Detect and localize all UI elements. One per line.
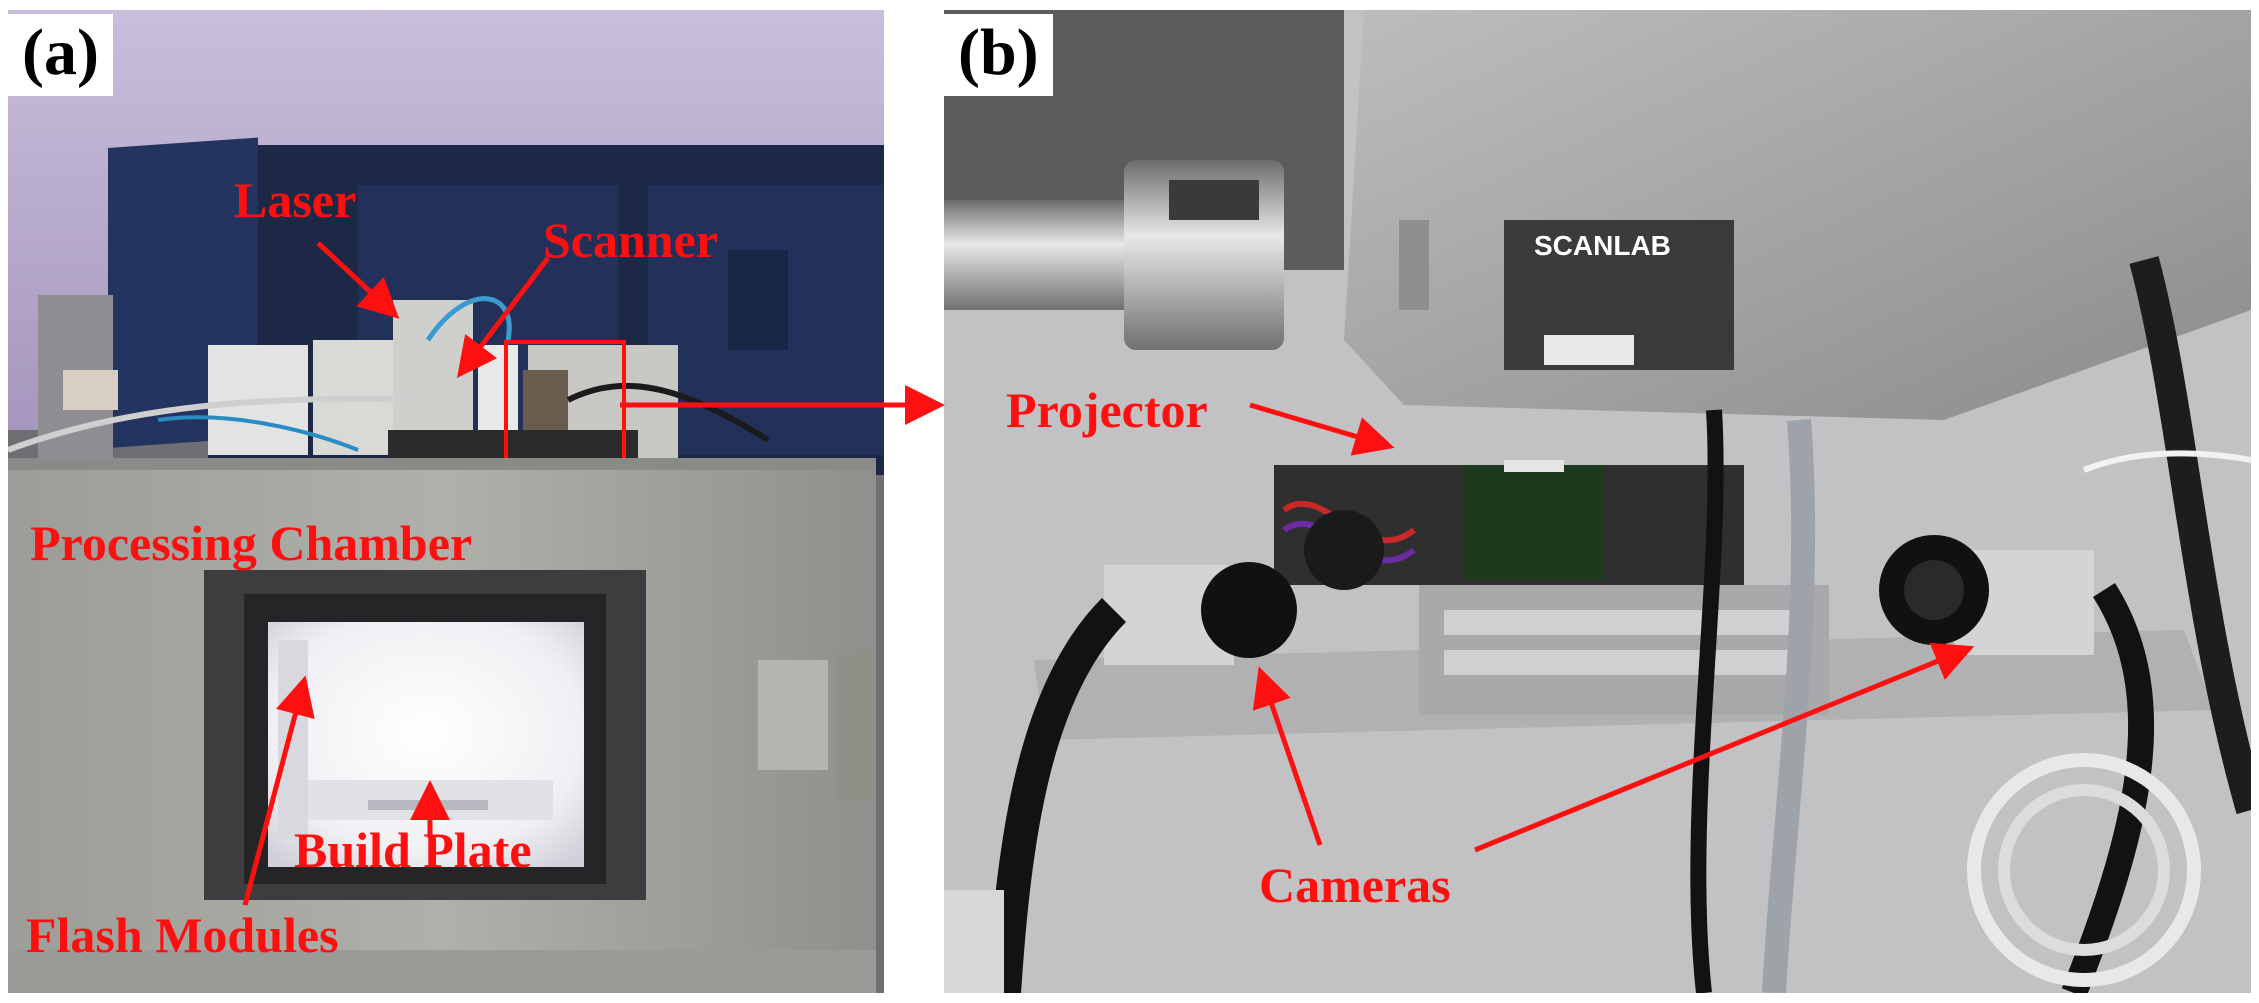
label-flash-modules: Flash Modules xyxy=(26,907,339,963)
panel-b-photo: SCANLAB xyxy=(944,10,2251,993)
label-processing-chamber: Processing Chamber xyxy=(30,515,473,571)
panel-a-photo: (a) Laser Scanner Processing Chamber Bui… xyxy=(8,10,884,993)
label-projector: Projector xyxy=(1006,382,1208,438)
panel-a-letter: (a) xyxy=(8,14,113,96)
label-build-plate: Build Plate xyxy=(294,822,532,878)
panel-b-illustration: SCANLAB xyxy=(944,10,2251,993)
label-scanner: Scanner xyxy=(543,212,718,268)
panel-a-illustration xyxy=(8,10,884,993)
scanlab-logo: SCANLAB xyxy=(1534,230,1671,261)
panel-b-letter: (b) xyxy=(944,14,1053,96)
label-cameras: Cameras xyxy=(1259,857,1451,913)
label-laser: Laser xyxy=(234,172,357,228)
